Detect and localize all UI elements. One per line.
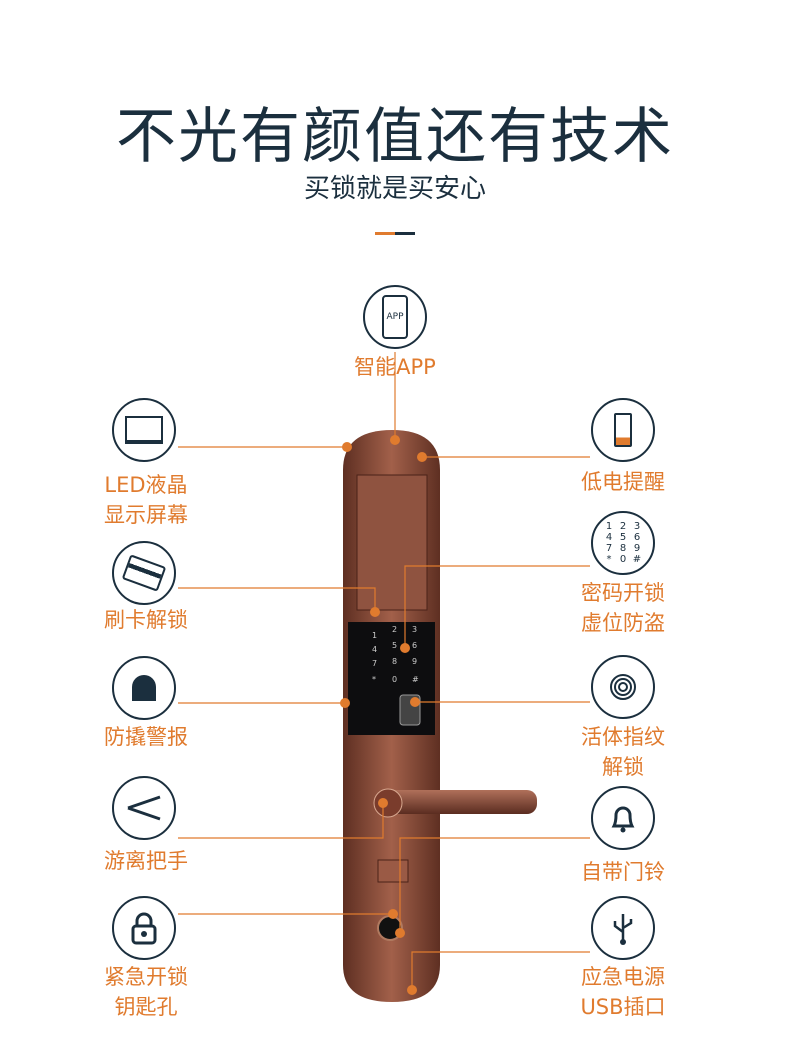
feature-label-key: 紧急开锁钥匙孔	[104, 965, 188, 1019]
feature-label-fingerprint: 活体指纹解锁	[581, 725, 665, 779]
svg-text:6: 6	[412, 641, 417, 650]
svg-text:5: 5	[392, 641, 397, 650]
callout-dots	[340, 435, 427, 995]
card-icon	[112, 541, 176, 605]
svg-text:*: *	[372, 675, 376, 684]
monitor-icon	[112, 398, 176, 462]
svg-text:#: #	[412, 675, 419, 684]
keypad-key: 0	[619, 554, 627, 565]
keypad-key: 3	[633, 521, 641, 532]
handle-icon	[112, 776, 176, 840]
keypad-key: 2	[619, 521, 627, 532]
divider	[375, 232, 415, 235]
keypad-key: 4	[605, 532, 613, 543]
callout-lines	[178, 352, 590, 990]
page-subtitle: 买锁就是买安心	[303, 174, 486, 204]
battery-icon	[591, 398, 655, 462]
feature-label-alarm: 防撬警报	[104, 725, 188, 749]
keypad-key: #	[632, 554, 642, 565]
feature-label-app: 智能APP	[354, 355, 436, 379]
svg-text:8: 8	[392, 657, 397, 666]
page-title: 不光有颜值还有技术	[116, 102, 674, 172]
keypad-key: 8	[619, 543, 627, 554]
keyhole-cover	[377, 859, 409, 883]
svg-text:9: 9	[412, 657, 417, 666]
keypad-key: 7	[605, 543, 613, 554]
svg-text:3: 3	[412, 625, 417, 634]
feature-label-battery: 低电提醒	[581, 470, 665, 494]
alarm-siren-icon	[112, 656, 176, 720]
feature-label-bell: 自带门铃	[581, 860, 665, 884]
lock-handle	[380, 790, 537, 814]
feature-label-card: 刷卡解锁	[104, 608, 188, 632]
feature-label-handle: 游离把手	[104, 849, 188, 873]
svg-text:1: 1	[372, 631, 377, 640]
smartphone-app-icon: APP	[363, 285, 427, 349]
fingerprint-icon	[591, 655, 655, 719]
svg-text:2: 2	[392, 625, 397, 634]
usb-icon	[591, 896, 655, 960]
keypad-key: 6	[633, 532, 641, 543]
feature-label-password: 密码开锁虚位防盗	[581, 581, 665, 635]
feature-label-led: LED液晶显示屏幕	[104, 473, 188, 527]
lock-top-panel	[356, 474, 428, 611]
keypad-key: *	[606, 554, 612, 565]
keypad-key: 1	[605, 521, 613, 532]
svg-text:0: 0	[392, 675, 397, 684]
padlock-icon	[112, 896, 176, 960]
svg-text:7: 7	[372, 659, 377, 668]
keypad-digits: 1 2 3 4 5 6 7 8 9 * 0 #	[372, 625, 419, 684]
keypad-key: 5	[619, 532, 627, 543]
keypad-key: 9	[633, 543, 641, 554]
bell-icon	[591, 786, 655, 850]
svg-text:4: 4	[372, 645, 377, 654]
